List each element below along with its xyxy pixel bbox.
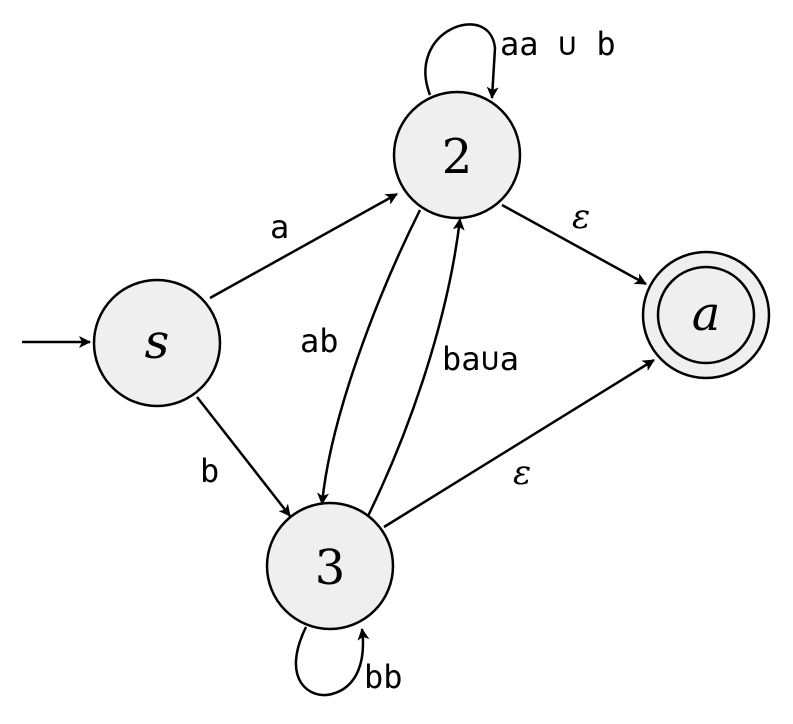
state-3: 3 [265, 501, 395, 631]
state-s-label: s [145, 314, 170, 370]
edge-label-3-loop: bb [364, 658, 403, 696]
edge-2-loop [424, 23, 499, 99]
edge-label-2-loop: aa ∪ b [500, 25, 616, 63]
edge-3-to-a [383, 358, 655, 529]
edge-s-to-2 [209, 192, 398, 300]
state-3-label: 3 [315, 540, 346, 596]
edge-label-s-3: b [200, 452, 219, 490]
state-2-label: 2 [442, 129, 473, 185]
edge-3-loop [294, 626, 370, 697]
state-a-accepting: a [641, 250, 771, 380]
edge-3-to-2 [366, 218, 465, 517]
edge-s-to-3 [196, 396, 291, 517]
edge-label-s-2: a [270, 208, 289, 246]
edge-label-2-a: ε [572, 197, 590, 237]
edge-label-3-a: ε [513, 453, 531, 493]
edge-label-2-3: ab [300, 322, 339, 360]
edge-2-to-a [501, 203, 647, 286]
state-a-label: a [692, 286, 721, 342]
state-s: s [92, 278, 222, 408]
edge-2-to-3 [317, 209, 422, 505]
state-2: 2 [392, 90, 522, 220]
edge-label-3-2: ba∪a [442, 340, 519, 378]
